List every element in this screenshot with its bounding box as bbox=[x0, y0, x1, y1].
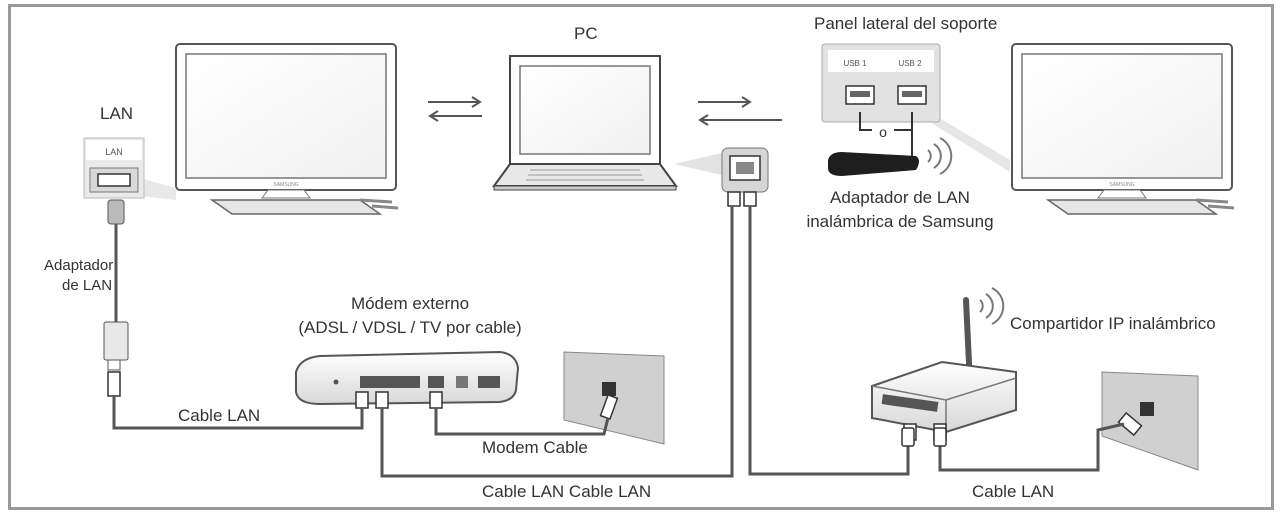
usb2-label: USB 2 bbox=[898, 59, 922, 68]
or-label: o bbox=[879, 124, 887, 140]
usb-panel-callout: USB 1 USB 2 o bbox=[821, 43, 1010, 172]
rj45-plugs bbox=[901, 427, 947, 447]
modem-label-line2: (ADSL / VDSL / TV por cable) bbox=[298, 318, 522, 337]
usb1-label: USB 1 bbox=[843, 59, 867, 68]
lan-adapter-label-line1: Adaptador bbox=[44, 257, 114, 274]
cable-lan-right-label: Cable LAN bbox=[972, 482, 1055, 501]
cable-lan-bottom-label: Cable LAN Cable LAN bbox=[482, 482, 652, 501]
wireless-adapter-label-line2: inalámbrica de Samsung bbox=[806, 212, 994, 231]
pc-lan-port-callout bbox=[674, 147, 769, 207]
laptop-icon bbox=[492, 55, 678, 191]
router-icon bbox=[871, 287, 1017, 441]
lan-port-callout: LAN bbox=[83, 137, 176, 397]
right-tv-icon: SAMSUNG bbox=[1011, 43, 1235, 215]
tv-pc-arrows bbox=[428, 96, 482, 122]
left-tv-icon: SAMSUNG bbox=[175, 43, 399, 215]
wireless-adapter-label-line1: Adaptador de LAN bbox=[830, 188, 970, 207]
lan-label: LAN bbox=[100, 104, 134, 123]
pc-tv-arrows bbox=[698, 96, 782, 126]
cable-lan-left-label: Cable LAN bbox=[178, 406, 261, 425]
right-tv-brand: SAMSUNG bbox=[1109, 182, 1134, 188]
router-wall-socket-icon bbox=[1101, 371, 1199, 471]
modem-label-line1: Módem externo bbox=[350, 294, 470, 313]
modem-icon bbox=[295, 350, 520, 409]
lan-port-label: LAN bbox=[105, 147, 123, 157]
lan-adapter-label-line2: de LAN bbox=[62, 277, 113, 294]
modem-cable-label: Modem Cable bbox=[482, 438, 588, 457]
pc-label: PC bbox=[574, 24, 598, 43]
modem-wall-socket-icon bbox=[563, 351, 665, 445]
left-tv-brand: SAMSUNG bbox=[273, 182, 298, 188]
network-cables bbox=[112, 206, 1125, 478]
wireless-adapter-icon bbox=[828, 137, 953, 176]
router-label: Compartidor IP inalámbrico bbox=[1010, 314, 1216, 333]
panel-label: Panel lateral del soporte bbox=[814, 14, 998, 33]
